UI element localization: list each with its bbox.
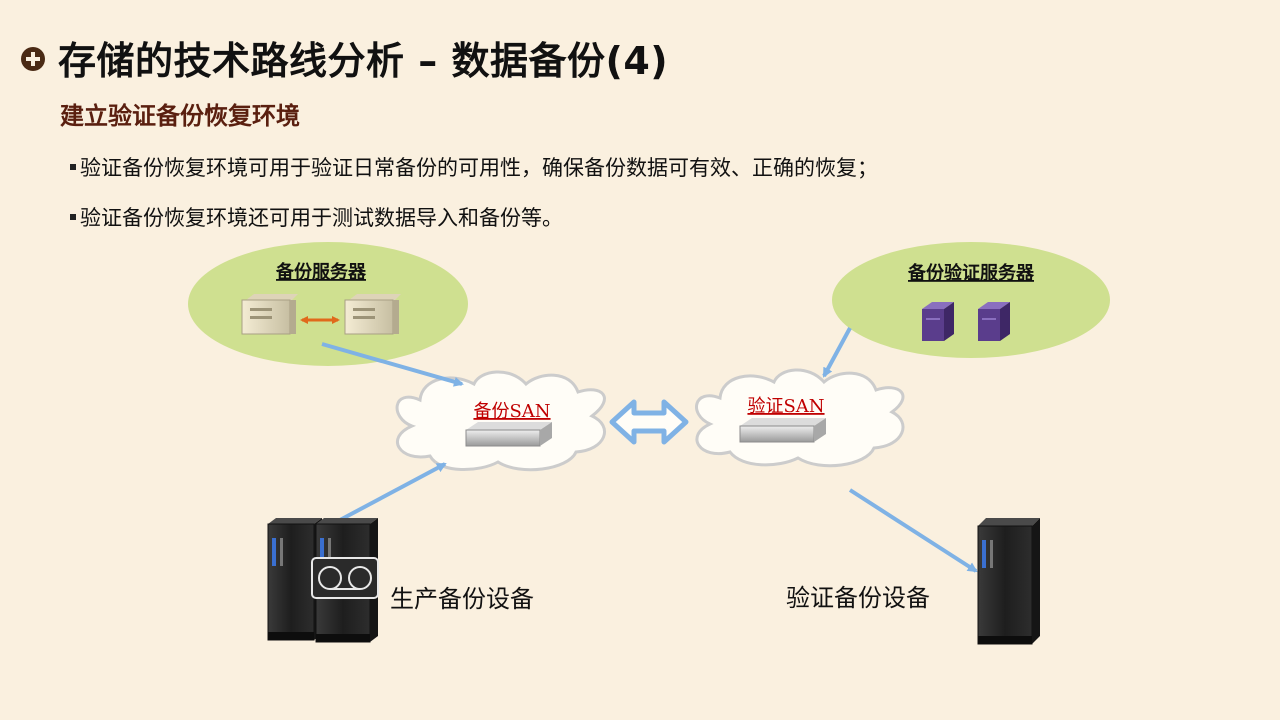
page-subtitle: 建立验证备份恢复环境 — [60, 102, 300, 130]
bullet-text: 验证备份恢复环境还可用于测试数据导入和备份等。 — [80, 206, 563, 230]
backup-server-group-label: 备份服务器 — [275, 261, 367, 283]
server-icon — [978, 302, 1010, 341]
production-storage: 生产备份设备 — [267, 518, 534, 643]
bullet-item: 验证备份恢复环境还可用于测试数据导入和备份等。 — [70, 202, 563, 232]
bullet-marker — [70, 164, 76, 170]
backup-server-to-san-arrow — [321, 342, 464, 387]
verify-san-label: 验证SAN — [747, 396, 824, 417]
storage-rack-icon — [977, 518, 1040, 645]
bullet-item: 验证备份恢复环境可用于验证日常备份的可用性，确保备份数据可有效、正确的恢复； — [70, 152, 878, 182]
server-icon — [344, 294, 401, 335]
verify-san-to-storage-arrow — [848, 488, 978, 573]
san-link-double-arrow — [609, 399, 689, 445]
san-switch-icon — [465, 422, 552, 447]
verify-server-group-label: 备份验证服务器 — [907, 262, 1035, 284]
verify-storage-label: 验证备份设备 — [786, 584, 930, 612]
tape-library-icon — [311, 557, 379, 599]
backup-server-group: 备份服务器 — [188, 242, 468, 366]
san-switch-icon — [739, 418, 826, 443]
production-storage-label: 生产备份设备 — [390, 585, 534, 613]
verify-storage: 验证备份设备 — [786, 518, 1040, 645]
backup-san-cloud: 备份SAN — [395, 370, 606, 472]
verify-server-group: 备份验证服务器 — [832, 242, 1110, 358]
verify-san-cloud: 验证SAN — [695, 368, 905, 468]
group-ellipse — [188, 242, 468, 366]
server-icon — [922, 302, 954, 341]
verify-server-to-san-arrow — [822, 327, 852, 378]
production-storage-to-san-arrow — [339, 462, 447, 522]
group-ellipse — [832, 242, 1110, 358]
server-icon — [241, 294, 298, 335]
backup-san-label: 备份SAN — [473, 401, 550, 422]
plus-circle-icon — [21, 47, 45, 71]
bullet-text: 验证备份恢复环境可用于验证日常备份的可用性，确保备份数据可有效、正确的恢复； — [80, 156, 878, 180]
bullet-marker — [70, 214, 76, 220]
page-title: 存储的技术路线分析 – 数据备份(4) — [58, 39, 669, 83]
